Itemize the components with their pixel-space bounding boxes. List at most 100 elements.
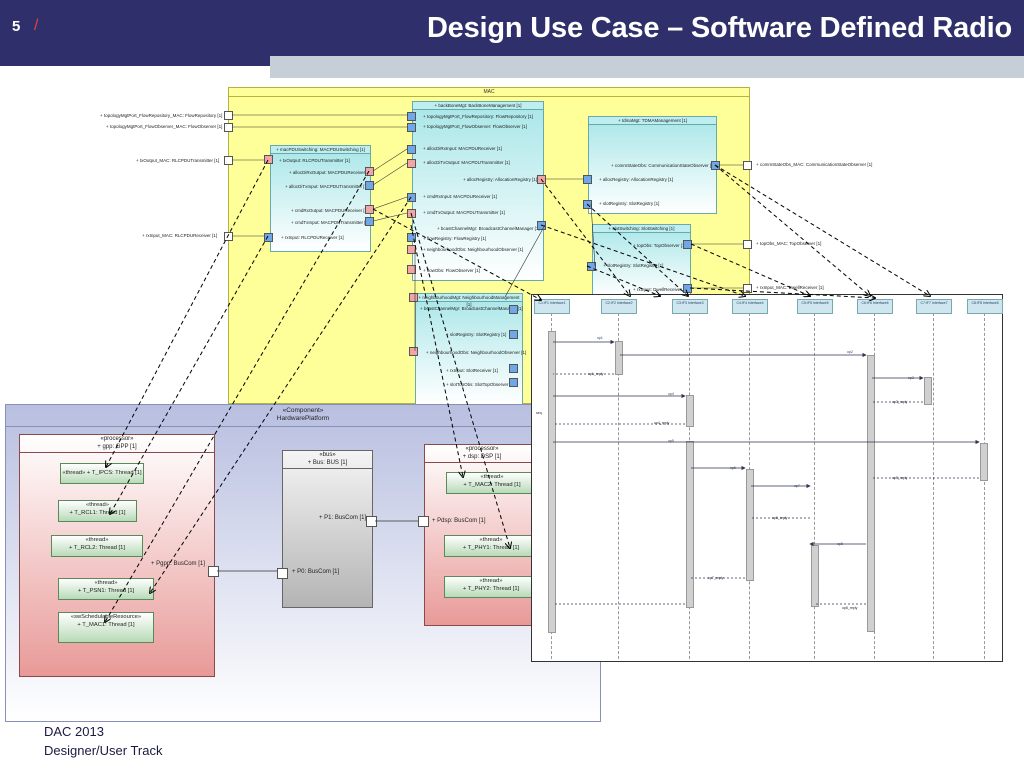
lifeline-head[interactable]: C1:IF1 Interface1 [534,299,570,314]
thread-name: + T_PHY2: Thread [1] [462,586,520,592]
activation-bar [686,395,694,427]
port-square[interactable] [407,159,416,168]
neighbourhood-management-part: + neighbourhoodMgt: NeighbourhoodManagem… [415,293,527,405]
bus-p1-port[interactable] [366,516,377,527]
port-square[interactable] [743,284,752,293]
thread-t-psn1[interactable]: «thread» + T_PSN1: Thread [1] [58,578,154,600]
dsp-port-label: + Pdsp: BusCom [1] [432,518,486,524]
message-label: op3_reply [892,400,908,404]
thread-t-rcl2[interactable]: «thread» + T_RCL2: Thread [1] [51,535,143,557]
port-label: + allocRegistry: AllocationRegistry [1] [599,177,674,182]
port-square[interactable] [365,181,374,190]
port-square[interactable] [264,233,273,242]
thread-stereotype: «thread» [480,474,504,480]
port-label: + bcastChannelMgr: BroadcastChannelManag… [420,306,523,311]
thread-stereotype: «swSchedulableResource» [70,614,142,620]
port-square[interactable] [407,112,416,121]
port-square[interactable] [537,221,546,230]
bus-p0-label: + P0: BusCom [1] [292,569,340,575]
thread-stereotype: «thread» [86,502,109,508]
port-square[interactable] [583,175,592,184]
processor-stereotype: «processor» [100,436,134,442]
port-square[interactable] [509,330,518,339]
port-square[interactable] [365,217,374,226]
port-square[interactable] [365,167,374,176]
thread-t-phy1[interactable]: «thread» + T_PHY1: Thread [1] [444,535,538,557]
slide-header [0,0,1024,66]
message-label: op1_reply [588,372,604,376]
thread-t-ipcs[interactable]: «thread» + T_IPCS: Thread [1] [60,463,144,484]
mac-port-label: + rxInput_MAC: DwellReceiver [1] [756,285,824,290]
lifeline [933,313,934,659]
port-square[interactable] [409,347,418,356]
thread-name: + T_RCL2: Thread [1] [68,545,126,551]
gpp-port[interactable] [208,566,219,577]
port-label: + topObs: TopObserver [1] [633,243,686,248]
bus-name: + Bus: BUS [1] [307,460,348,466]
bus-p0-port[interactable] [277,568,288,579]
port-square[interactable] [743,161,752,170]
lifeline-head[interactable]: C6:IF6 Interface6 [857,299,893,314]
port-label: + txOutput: RLCPDUTransmitter [1] [279,158,350,163]
thread-stereotype: «thread» [479,537,503,543]
port-square[interactable] [683,240,692,249]
dsp-port[interactable] [418,516,429,527]
port-label: + rxInput: RLCPDUReceiver [1] [281,235,344,240]
mac-title: MAC [229,88,749,97]
port-square[interactable] [509,305,518,314]
footer-event: DAC 2013 [44,724,104,739]
port-square[interactable] [407,123,416,132]
port-square[interactable] [407,193,416,202]
thread-t-mac2[interactable]: «thread» + T_MAC2: Thread [1] [446,472,538,494]
processor-name: + dsp: DSP [1] [462,454,502,460]
port-label: + flowObs: FlowObserver [1] [423,268,480,273]
thread-t-rcl1[interactable]: «thread» + T_RCL1: Thread [1] [58,500,137,522]
port-square[interactable] [224,156,233,165]
thread-t-phy2[interactable]: «thread» + T_PHY2: Thread [1] [444,576,538,598]
component-name: HardwarePlatform [276,415,330,422]
lifeline-head[interactable]: C5:IF5 Interface5 [797,299,833,314]
port-square[interactable] [409,293,418,302]
port-square[interactable] [224,232,233,241]
bus-p1-label: + P1: BusCom [1] [319,515,367,521]
port-square[interactable] [264,155,273,164]
lifeline-head[interactable]: C2:IF2 Interface2 [601,299,637,314]
port-square[interactable] [224,123,233,132]
lifeline-head[interactable]: C3:IF3 Interface3 [672,299,708,314]
thread-t-mac1[interactable]: «swSchedulableResource» + T_MAC1: Thread… [58,612,154,643]
port-square[interactable] [509,364,518,373]
port-square[interactable] [407,245,416,254]
port-square[interactable] [509,378,518,387]
lifeline-head[interactable]: C4:IF4 Interface4 [732,299,768,314]
port-label: + slotRegistry: SlotRegistry [1] [599,201,660,206]
slot-switching-part: + slotSwitching: SlotSwitching [1] + top… [592,224,691,298]
activation-bar [924,377,932,405]
bus-node[interactable]: «bus» + Bus: BUS [1] [282,450,373,608]
lifeline-head[interactable]: C7:IF7 Interface7 [916,299,952,314]
sequence-diagram: C1:IF1 Interface1 C2:IF2 Interface2 C3:I… [531,294,1003,662]
port-square[interactable] [583,200,592,209]
processor-header: «processor» + dsp: DSP [1] [425,445,539,463]
port-square[interactable] [407,265,416,274]
port-square[interactable] [587,262,596,271]
message-label: op4 [668,392,674,396]
port-label: + neighbourhoodObs: NeighbourhoodObserve… [426,350,527,355]
backbone-management-part: + backBoneMgt: BackBoneManagement [1] + … [412,101,544,281]
port-square[interactable] [711,161,720,170]
port-square[interactable] [407,233,416,242]
message-label: op7_reply [708,576,724,580]
port-square[interactable] [407,209,416,218]
mac-port-label: + txOutput_MAC: RLCPDUTransmitter [1] [136,158,220,163]
port-square[interactable] [743,240,752,249]
lifeline [984,313,985,659]
port-label: + topologyMgtPort_FlowObserver: FlowObse… [423,124,527,129]
port-square[interactable] [537,175,546,184]
lifeline-head[interactable]: C8:IF8 Interface8 [967,299,1003,314]
mac-port-label: + rxInput_MAC: RLCPDUReceiver [1] [142,233,218,238]
port-square[interactable] [224,111,233,120]
port-label: + cmdRxInput: MACPDUReceiver [1] [423,194,497,199]
port-square[interactable] [683,284,692,293]
port-square[interactable] [407,145,416,154]
thread-stereotype: «thread» [94,580,118,586]
port-square[interactable] [365,205,374,214]
